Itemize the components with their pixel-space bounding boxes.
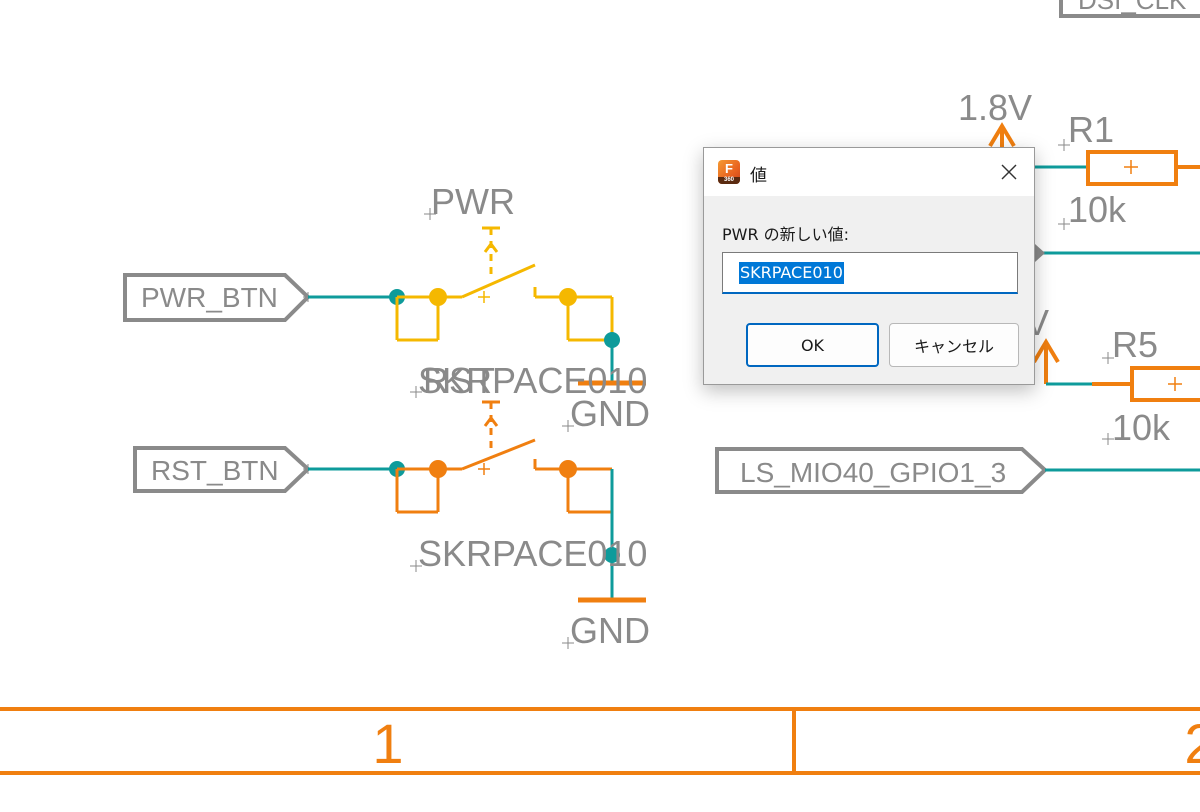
resistor-r1[interactable] (1086, 150, 1200, 186)
supply-symbol-1 (988, 122, 1016, 148)
schematic-frame (0, 707, 1200, 775)
resistor-r5[interactable] (1130, 366, 1200, 402)
frame-column-1: 1 (372, 712, 403, 775)
value-input-text[interactable]: SKRPACE010 (739, 261, 844, 284)
net-label-dsi-partial-text: DSI_CLK (1078, 0, 1187, 15)
ok-button[interactable]: OK (746, 323, 879, 367)
resistor-r1-name: R1 (1068, 109, 1114, 150)
app-icon-sub: 360 (718, 177, 740, 184)
value-dialog: F 360 値 PWR の新しい値: SKRPACE010 OK キャンセル (703, 147, 1035, 385)
dialog-prompt: PWR の新しい値: (722, 225, 850, 244)
part-name-pwr: PWR (431, 181, 515, 222)
gnd-label-1: GND (570, 393, 650, 434)
net-label-ls-mio40[interactable]: LS_MIO40_GPIO1_3 (715, 447, 1048, 494)
resistor-r5-name: R5 (1112, 324, 1158, 365)
resistor-r5-value: 10k (1112, 407, 1171, 448)
supply-symbol-2 (1032, 338, 1060, 384)
cancel-button[interactable]: キャンセル (889, 323, 1019, 367)
frame-column-2: 2 (1184, 712, 1200, 775)
net-label-dsi-partial[interactable]: DSI_CLK (1059, 0, 1200, 18)
net-label-ls-mio40-text: LS_MIO40_GPIO1_3 (740, 457, 1006, 488)
supply-label-1: 1.8V (958, 87, 1032, 128)
net-label-rst-btn[interactable]: RST_BTN (133, 446, 311, 493)
dialog-title: 値 (750, 166, 767, 186)
part-name-rst: RST (423, 360, 495, 401)
switch-pwr[interactable] (395, 226, 614, 342)
fusion-360-icon: F 360 (718, 160, 740, 184)
app-icon-letter: F (725, 161, 733, 176)
dialog-titlebar[interactable]: F 360 値 (704, 148, 1034, 196)
close-icon (1001, 164, 1017, 180)
resistor-r1-value: 10k (1068, 189, 1127, 230)
close-button[interactable] (984, 148, 1034, 196)
net-label-pwr-btn-text: PWR_BTN (141, 282, 278, 313)
gnd-label-2: GND (570, 610, 650, 651)
net-label-pwr-btn[interactable]: PWR_BTN (123, 273, 311, 322)
net-label-rst-btn-text: RST_BTN (151, 455, 279, 486)
part-value-pwr: SKRPACE010 (418, 360, 647, 401)
part-value-rst: SKRPACE010 (418, 533, 647, 574)
value-input[interactable]: SKRPACE010 (722, 252, 1018, 294)
